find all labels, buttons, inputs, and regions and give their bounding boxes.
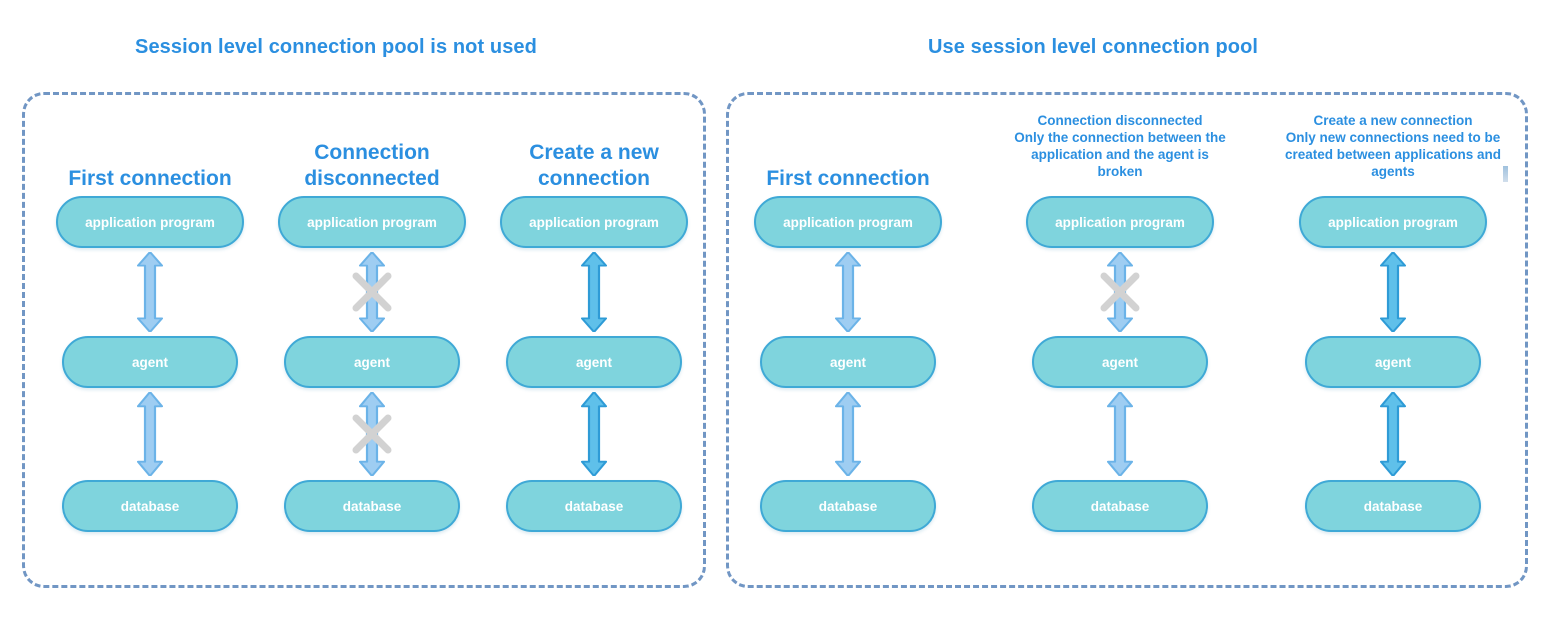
- node-application-program: application program: [500, 196, 688, 248]
- node-application-program: application program: [754, 196, 942, 248]
- broken-link-x-icon: [351, 271, 393, 313]
- double-headed-arrow-icon: [835, 252, 861, 332]
- connection-link: [120, 248, 180, 336]
- panel-with-pool: [726, 92, 1528, 588]
- connection-link: [1363, 248, 1423, 336]
- connection-link: [818, 388, 878, 480]
- node-application-program: application program: [1026, 196, 1214, 248]
- edge-artifact-mark: [1503, 166, 1508, 182]
- connection-link: [342, 248, 402, 336]
- column-with-pool-first-connection: First connection application program agent…: [738, 110, 958, 532]
- node-application-program: application program: [278, 196, 466, 248]
- connection-link: [1090, 388, 1150, 480]
- double-headed-arrow-icon: [581, 252, 607, 332]
- column-no-pool-create-new-connection: Create a new connection application progr…: [484, 110, 704, 532]
- column-with-pool-connection-disconnected: Connection disconnected Only the connect…: [1010, 110, 1230, 532]
- column-no-pool-first-connection: First connection application program agent…: [40, 110, 260, 532]
- connection-link: [120, 388, 180, 480]
- node-agent: agent: [1305, 336, 1481, 388]
- double-headed-arrow-icon: [581, 392, 607, 476]
- double-headed-arrow-icon: [1107, 392, 1133, 476]
- node-agent: agent: [284, 336, 460, 388]
- connection-link: [1090, 248, 1150, 336]
- column-header: First connection: [68, 167, 232, 190]
- node-agent: agent: [1032, 336, 1208, 388]
- node-application-program: application program: [56, 196, 244, 248]
- column-header: Connection disconnected Only the connect…: [1014, 113, 1226, 179]
- column-header: Create a new connection Only new connect…: [1284, 113, 1502, 179]
- connection-link: [342, 388, 402, 480]
- node-agent: agent: [760, 336, 936, 388]
- double-headed-arrow-icon: [1380, 392, 1406, 476]
- column-header: Connection disconnected: [304, 141, 440, 190]
- panel-title-with-pool: Use session level connection pool: [928, 36, 1259, 58]
- column-no-pool-connection-disconnected: Connection disconnected application progr…: [262, 110, 482, 532]
- node-application-program: application program: [1299, 196, 1487, 248]
- column-with-pool-create-new-connection: Create a new connection Only new connect…: [1283, 110, 1503, 532]
- node-database: database: [62, 480, 238, 532]
- connection-link: [564, 388, 624, 480]
- node-database: database: [1305, 480, 1481, 532]
- broken-link-x-icon: [1099, 271, 1141, 313]
- double-headed-arrow-icon: [1380, 252, 1406, 332]
- node-database: database: [506, 480, 682, 532]
- double-headed-arrow-icon: [835, 392, 861, 476]
- double-headed-arrow-icon: [137, 392, 163, 476]
- connection-link: [818, 248, 878, 336]
- node-agent: agent: [506, 336, 682, 388]
- node-database: database: [1032, 480, 1208, 532]
- node-agent: agent: [62, 336, 238, 388]
- node-database: database: [760, 480, 936, 532]
- column-header: First connection: [766, 167, 930, 190]
- connection-link: [564, 248, 624, 336]
- connection-link: [1363, 388, 1423, 480]
- panel-no-pool: [22, 92, 706, 588]
- column-header: Create a new connection: [529, 141, 659, 190]
- node-database: database: [284, 480, 460, 532]
- panel-title-no-pool: Session level connection pool is not use…: [135, 36, 537, 58]
- double-headed-arrow-icon: [137, 252, 163, 332]
- broken-link-x-icon: [351, 413, 393, 455]
